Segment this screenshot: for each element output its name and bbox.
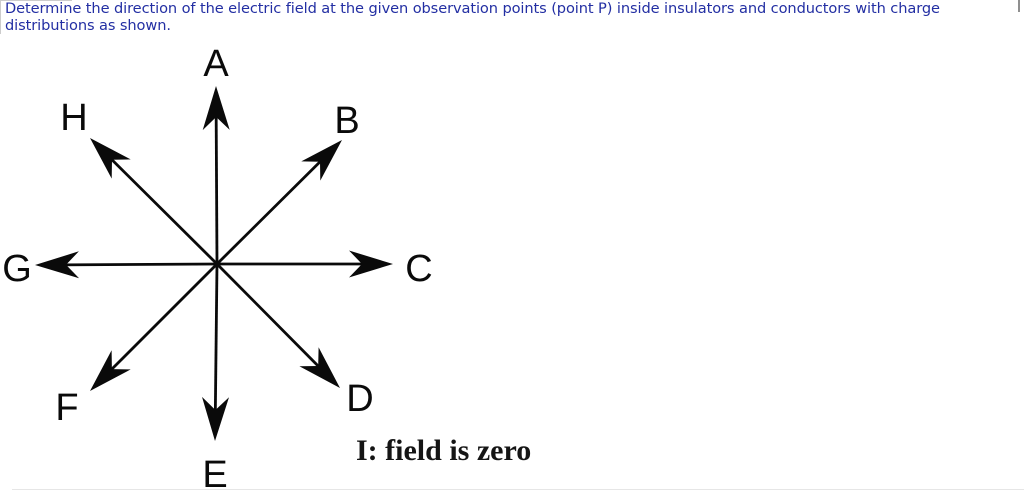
arrowhead-icon xyxy=(299,347,340,388)
arrow-A-up: A xyxy=(202,43,230,265)
arrow-G-left: G xyxy=(2,248,218,290)
arrow-shaft xyxy=(61,262,218,267)
arrow-B-up-right: B xyxy=(216,100,360,265)
arrow-shaft xyxy=(216,158,324,265)
question-text: Determine the direction of the electric … xyxy=(5,0,940,34)
arrow-label-A: A xyxy=(203,43,229,85)
arrow-E-down: E xyxy=(202,263,229,492)
arrow-label-G: G xyxy=(2,248,32,290)
zero-field-option-label: I: field is zero xyxy=(356,434,532,467)
arrowhead-icon xyxy=(202,86,230,131)
arrow-shaft xyxy=(213,263,219,415)
scrollbar-edge-fragment[interactable] xyxy=(1018,0,1020,12)
arrowhead-icon xyxy=(349,250,393,278)
arrowhead-icon xyxy=(35,251,80,279)
arrow-shaft xyxy=(216,263,322,370)
arrow-shaft xyxy=(108,263,218,373)
arrow-label-H: H xyxy=(60,97,87,139)
arrowhead-icon xyxy=(202,396,229,441)
arrow-F-down-left: F xyxy=(55,263,218,429)
arrow-shaft xyxy=(214,112,219,265)
arrowhead-icon xyxy=(90,350,131,391)
top-border-fragment xyxy=(0,0,72,1)
arrowhead-icon xyxy=(301,140,342,181)
arrow-label-E: E xyxy=(202,454,227,492)
arrowhead-icon xyxy=(90,138,131,179)
bottom-border-line xyxy=(12,489,1024,490)
arrow-label-C: C xyxy=(405,248,432,290)
arrow-shaft xyxy=(108,156,218,265)
arrow-label-B: B xyxy=(334,100,359,142)
arrow-label-F: F xyxy=(55,387,78,429)
arrow-C-right: C xyxy=(217,248,433,290)
left-border-fragment xyxy=(0,0,1,34)
arrow-H-up-left: H xyxy=(60,97,218,265)
arrow-D-down-right: D xyxy=(216,263,374,420)
arrow-label-D: D xyxy=(346,378,373,420)
